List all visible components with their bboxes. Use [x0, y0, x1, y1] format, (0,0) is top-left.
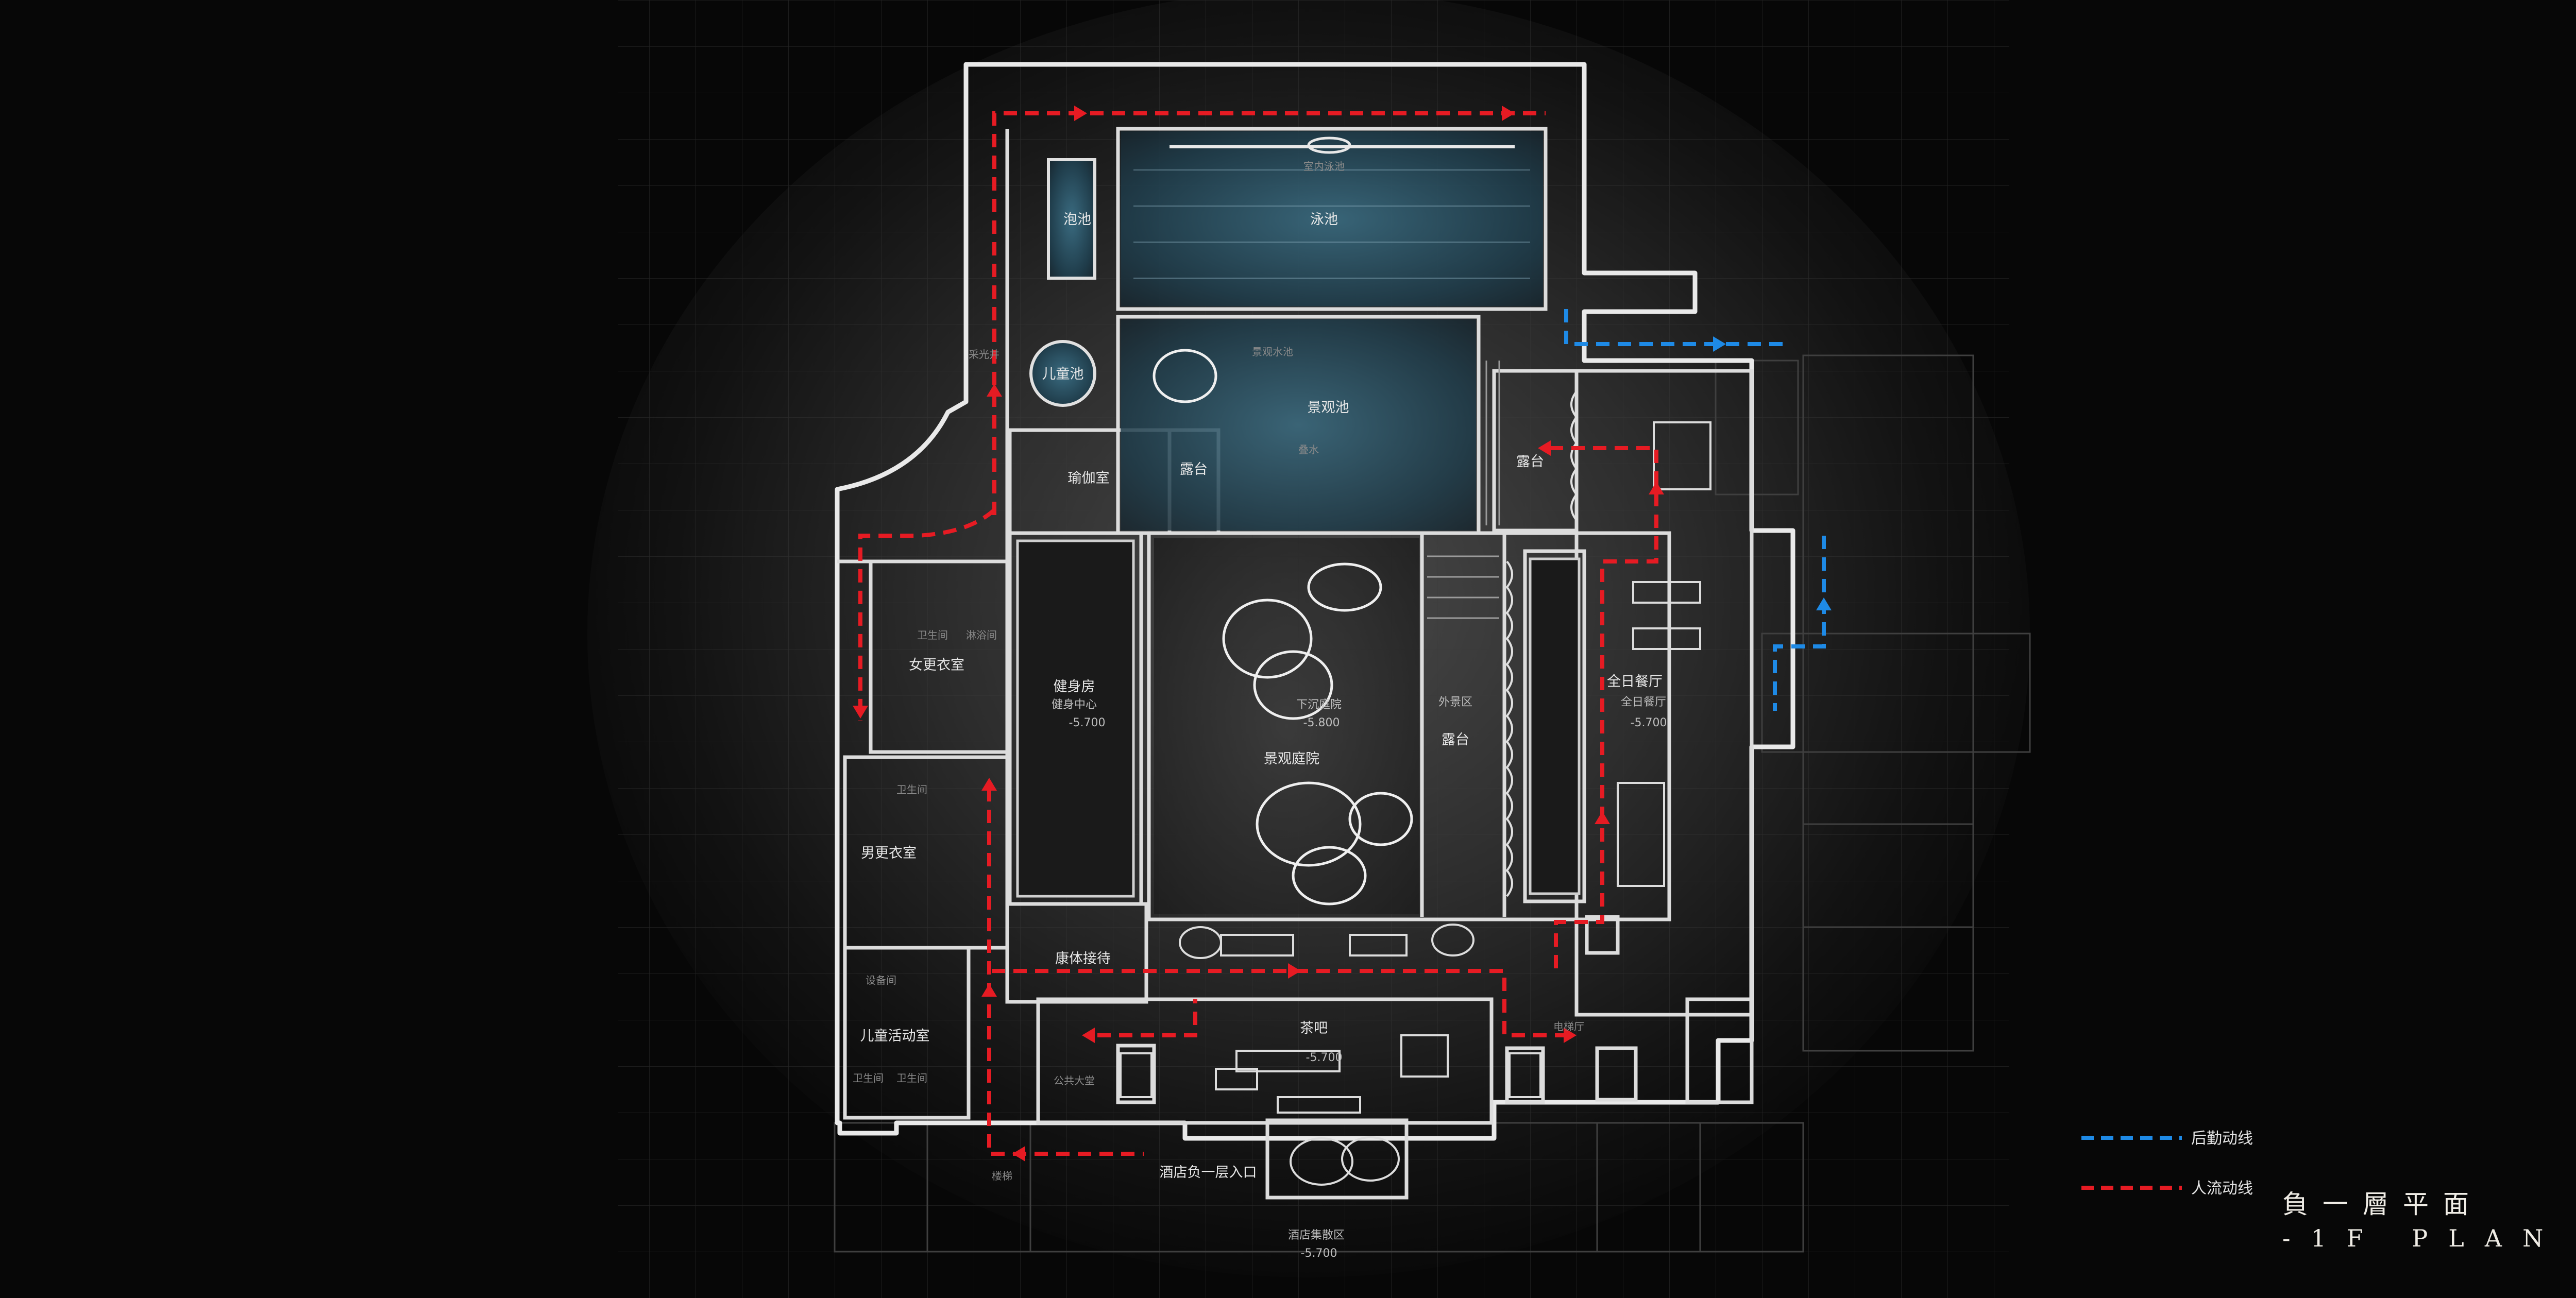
label-courtyard: 景观庭院: [1264, 751, 1319, 767]
label-bottom-sub: 酒店集散区: [1288, 1229, 1345, 1242]
label-court-sub: 下沉庭院: [1296, 698, 1342, 711]
legend: 后勤动线 人流动线: [2081, 1130, 2253, 1198]
legend-label-people: 人流动线: [2191, 1180, 2253, 1198]
label-equipment: 设备间: [866, 974, 896, 986]
label-landscape-pool: 景观池: [1308, 400, 1349, 416]
label-spa-pool: 泡池: [1063, 212, 1091, 228]
plan-title: 負一層平面 -1F PLAN: [2282, 1189, 2564, 1252]
label-light-well: 采光井: [969, 348, 999, 361]
label-kids-pool: 儿童池: [1042, 366, 1084, 382]
label-yoga-room: 瑜伽室: [1068, 470, 1110, 486]
label-stair: 楼梯: [992, 1170, 1012, 1182]
label-indoor-pool: 室内泳池: [1303, 160, 1345, 173]
title-chinese: 負一層平面: [2282, 1189, 2483, 1219]
label-womens-locker: 女更衣室: [909, 657, 964, 673]
kids-pool-water: [1029, 340, 1096, 407]
terrace-stairs: [1427, 361, 1500, 619]
label-gym-level: -5.700: [1069, 716, 1106, 729]
label-dining-level: -5.700: [1631, 716, 1667, 729]
spa-pool-water: [1047, 158, 1096, 280]
arches: [1505, 390, 1578, 897]
label-tea-level: -5.700: [1306, 1051, 1343, 1064]
label-swimming-pool: 泳池: [1310, 212, 1338, 228]
interior-walls: [837, 127, 1754, 1200]
room-labels: 泡池 泳池 儿童池 景观池 瑜伽室 露台 露台 女更衣室 健身房 景观庭院 露台…: [860, 212, 1663, 1181]
label-kid-wc1: 卫生间: [853, 1072, 884, 1084]
pool-lanes: [1133, 169, 1530, 279]
label-all-day-dining: 全日餐厅: [1607, 674, 1663, 690]
label-terrace-center: 露台: [1442, 732, 1469, 748]
label-outdoor: 外景区: [1438, 696, 1472, 709]
label-women-wc: 卫生间: [917, 629, 948, 641]
legend-label-service: 后勤动线: [2191, 1130, 2253, 1148]
label-kid-wc2: 卫生间: [896, 1072, 927, 1084]
furniture: [1120, 421, 1711, 1186]
label-court-level: -5.800: [1303, 716, 1340, 729]
people-flow-lines: [858, 111, 1658, 1156]
title-english: -1F PLAN: [2282, 1224, 2564, 1252]
label-terrace-east: 露台: [1516, 454, 1544, 470]
label-land-water: 景观水池: [1252, 346, 1293, 358]
label-lounge: 公共大堂: [1054, 1074, 1095, 1087]
label-terrace-small: 露台: [1180, 462, 1208, 477]
courtyard-trees: [1153, 349, 1413, 906]
label-waterfall: 叠水: [1298, 443, 1319, 456]
label-kids-activity: 儿童活动室: [860, 1028, 930, 1044]
label-men-wc: 卫生间: [896, 783, 927, 796]
label-dining-sub: 全日餐厅: [1621, 696, 1666, 709]
label-mens-locker: 男更衣室: [861, 845, 917, 861]
label-tea-bar: 茶吧: [1300, 1020, 1328, 1036]
label-bottom-level: -5.700: [1301, 1247, 1337, 1260]
label-gym: 健身房: [1054, 679, 1095, 695]
swimming-pool-water: [1121, 131, 1543, 306]
service-flow-arrows: [1713, 336, 1832, 610]
pool-fountain: [1307, 136, 1351, 154]
label-elevator: 电梯厅: [1553, 1020, 1584, 1033]
dining-core: [1529, 557, 1581, 895]
label-shower: 淋浴间: [966, 629, 997, 641]
gym-core: [1016, 539, 1135, 898]
people-flow-arrows: [853, 106, 1664, 1162]
faint-labels: 健身中心 -5.700 下沉庭院 -5.800 外景区 全日餐厅 -5.700 …: [853, 160, 1667, 1260]
label-wellness-reception: 康体接待: [1055, 951, 1111, 967]
label-gym-sub: 健身中心: [1052, 698, 1097, 711]
landscape-pool-water: [1121, 319, 1476, 531]
label-hotel-entrance: 酒店负一层入口: [1160, 1165, 1257, 1181]
context-lines: [834, 354, 2031, 1253]
